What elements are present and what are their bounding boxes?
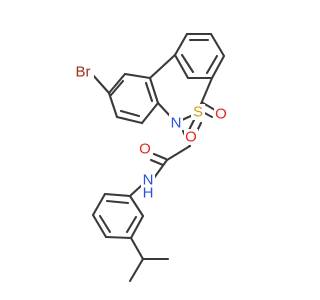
atom-n-ring-label: N [171, 115, 182, 132]
atom-o-s-right-label: O [215, 106, 227, 123]
atom-br: Br [72, 64, 94, 81]
bond-lines [90, 32, 226, 283]
atom-n-amide-label: N [143, 172, 154, 189]
atom-br-label: Br [76, 64, 91, 81]
molecule-structure: Br N S O O O N H [72, 32, 228, 283]
atom-n-ring: N [169, 114, 183, 132]
atom-n-amide: N [141, 172, 155, 189]
atom-h-amide: H [141, 185, 155, 202]
atom-s: S [191, 104, 205, 121]
atom-labels: Br N S O O O N H [72, 64, 228, 202]
atom-o-s-bottom: O [184, 129, 198, 146]
atom-o-s-right: O [214, 106, 228, 123]
atom-o-s-bottom-label: O [185, 129, 197, 146]
atom-h-amide-label: H [143, 185, 154, 202]
atom-o-amide: O [138, 141, 152, 158]
atom-o-amide-label: O [139, 141, 151, 158]
atom-s-label: S [193, 104, 203, 121]
